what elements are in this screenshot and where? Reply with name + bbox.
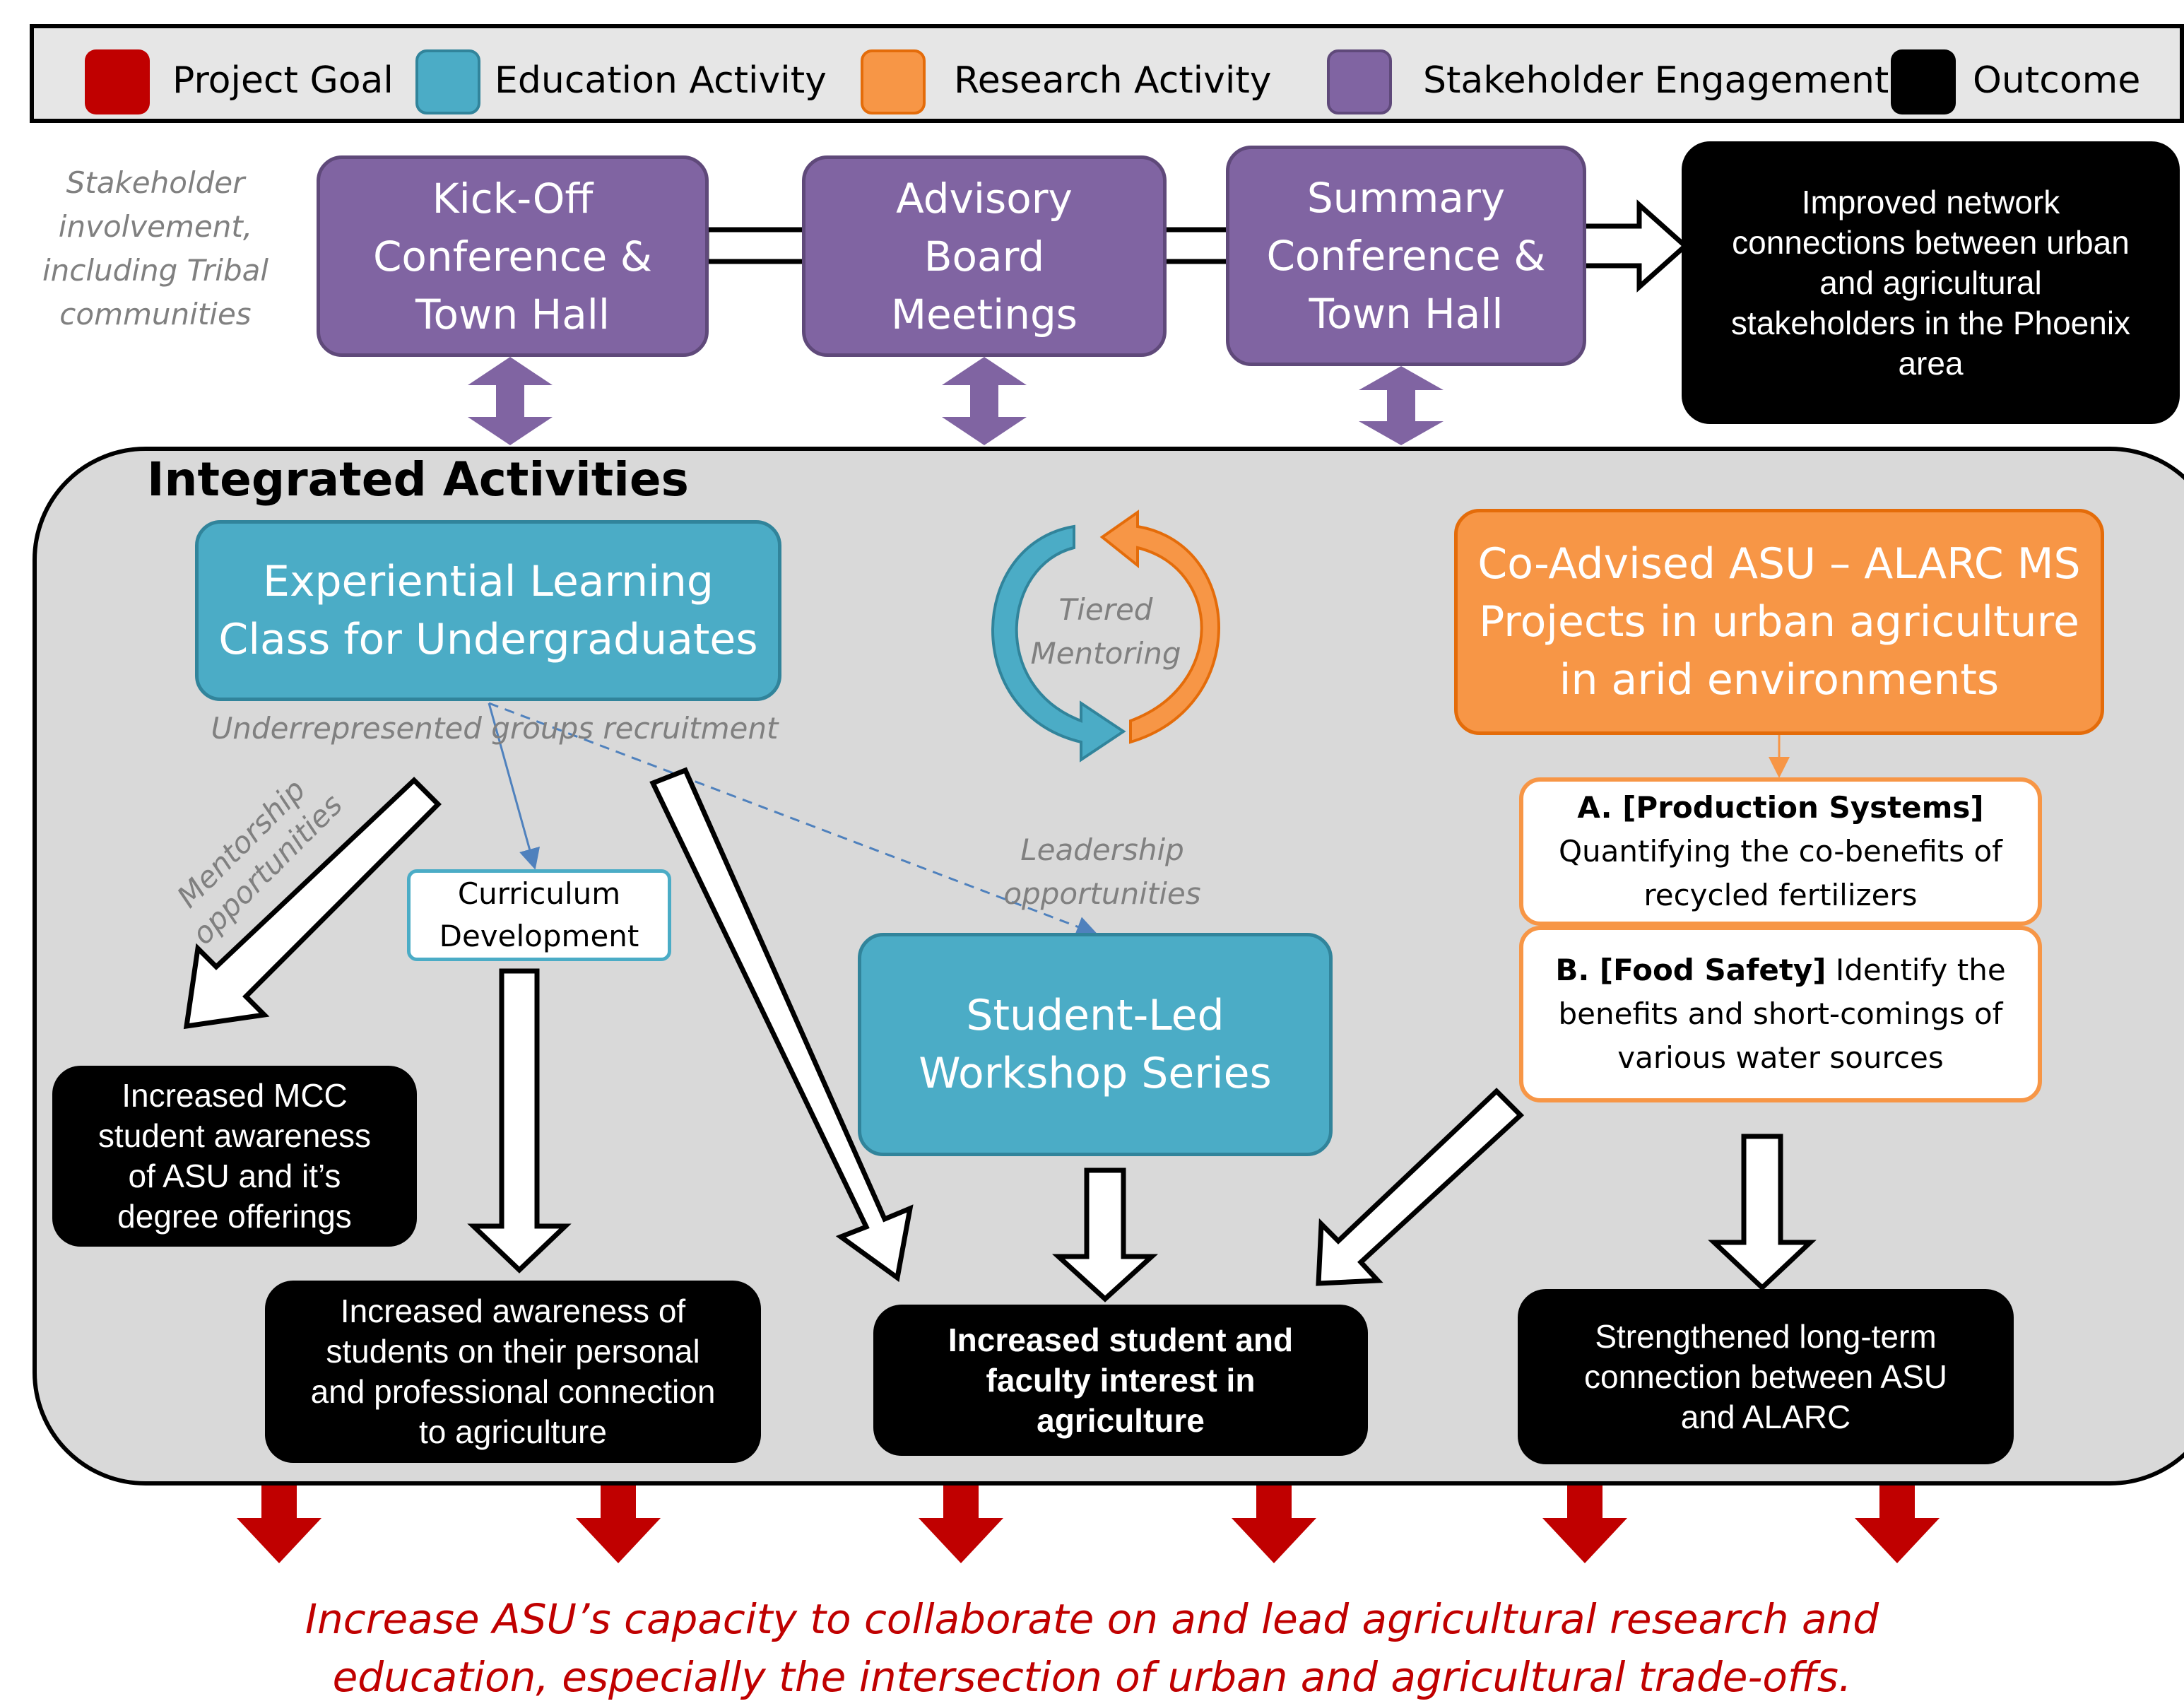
legend-swatch-project-goal — [85, 49, 150, 114]
legend-label-education: Education Activity — [495, 59, 827, 102]
legend-label-research: Research Activity — [954, 59, 1272, 102]
curriculum-development-box: Curriculum Development — [407, 869, 671, 961]
underrepresented-recruitment-label: Underrepresented groups recruitment — [211, 711, 779, 746]
outcome-connection-box: Strengthened long-term connection betwee… — [1518, 1289, 2014, 1464]
legend: Project Goal Education Activity Research… — [30, 24, 2184, 123]
project-a-title: A. [Production Systems] — [1577, 790, 1984, 825]
goal-arrows — [237, 1486, 1940, 1563]
outcome-student-awareness-box: Increased awareness of students on their… — [265, 1281, 761, 1463]
legend-label-project-goal: Project Goal — [172, 59, 394, 102]
tiered-mentoring-cycle-icon — [991, 510, 1220, 763]
stakeholder-double-arrows — [468, 357, 1444, 445]
project-b-text: Identify the benefits and short-comings … — [1558, 953, 2006, 1075]
tiered-mentoring-label: Tiered Mentoring — [1030, 592, 1181, 671]
advisory-board-box: Advisory Board Meetings — [802, 155, 1167, 357]
outcome-network-box: Improved network connections between urb… — [1682, 141, 2180, 424]
leadership-opportunities-label: Leadership opportunities — [1003, 833, 1201, 911]
summary-conference-box: Summary Conference & Town Hall — [1226, 146, 1586, 366]
project-goal-text: Increase ASU’s capacity to collaborate o… — [305, 1595, 1879, 1701]
hollow-flow-arrows — [183, 767, 1817, 1302]
project-a-text: Quantifying the co-benefits of recycled … — [1559, 834, 2002, 912]
outcome-mcc-awareness-box: Increased MCC student awareness of ASU a… — [52, 1066, 417, 1247]
co-advised-ms-projects-box: Co-Advised ASU – ALARC MS Projects in ur… — [1454, 509, 2104, 735]
legend-label-outcome: Outcome — [1973, 59, 2141, 102]
legend-label-stakeholder: Stakeholder Engagement — [1423, 59, 1889, 102]
outcome-interest-box: Increased student and faculty interest i… — [873, 1305, 1368, 1456]
project-b-box: B. [Food Safety] Identify the benefits a… — [1519, 926, 2042, 1102]
integrated-activities-title: Integrated Activities — [147, 452, 689, 507]
experiential-learning-box: Experiential Learning Class for Undergra… — [195, 520, 781, 701]
project-a-box: A. [Production Systems] Quantifying the … — [1519, 777, 2042, 926]
legend-swatch-outcome — [1891, 49, 1956, 114]
legend-swatch-stakeholder — [1327, 49, 1392, 114]
legend-swatch-education — [415, 49, 480, 114]
legend-swatch-research — [861, 49, 926, 114]
student-led-workshop-box: Student-Led Workshop Series — [858, 933, 1333, 1156]
stakeholder-side-label: Stakeholder involvement, including Triba… — [42, 165, 269, 331]
project-b-title: B. [Food Safety] — [1555, 953, 1826, 987]
kickoff-conference-box: Kick-Off Conference & Town Hall — [317, 155, 709, 357]
